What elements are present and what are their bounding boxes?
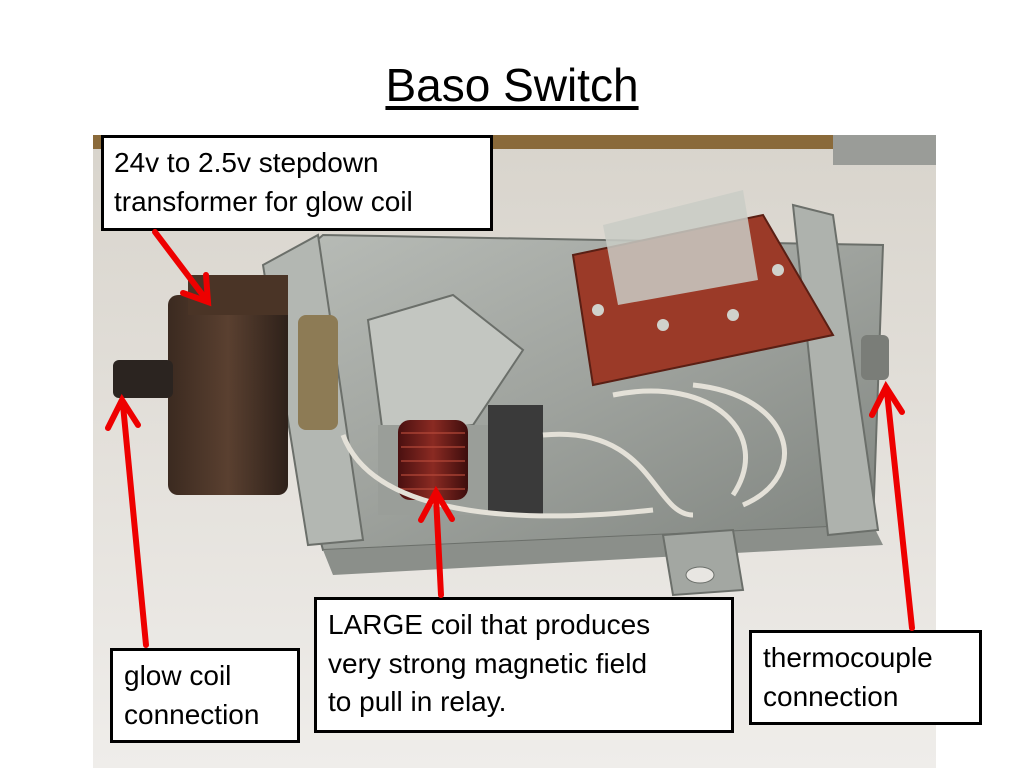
slide-title: Baso Switch: [385, 59, 639, 111]
transformer-callout-line-2: transformer for glow coil: [114, 185, 413, 217]
transformer-callout-line-1: 24v to 2.5v stepdown: [114, 147, 379, 178]
large-coil-callout-line-1: LARGE coil that produces: [328, 609, 651, 640]
thermocouple-callout: thermocouple connection: [749, 630, 982, 725]
glow-coil-callout-line-1: glow coil: [124, 660, 232, 691]
thermocouple-callout-line-2: connection: [763, 680, 899, 712]
large-coil-callout-line-2: very strong magnetic field: [328, 647, 648, 679]
glow-coil-callout: glow coil connection: [110, 648, 300, 743]
large-coil-callout-line-3: to pull in relay.: [328, 686, 507, 718]
large-coil-callout: LARGE coil that produces very strong mag…: [314, 597, 734, 733]
glow-coil-callout-line-2: connection: [124, 698, 260, 730]
transformer-callout: 24v to 2.5v stepdown transformer for glo…: [101, 135, 493, 231]
thermocouple-callout-line-1: thermocouple: [763, 642, 933, 673]
